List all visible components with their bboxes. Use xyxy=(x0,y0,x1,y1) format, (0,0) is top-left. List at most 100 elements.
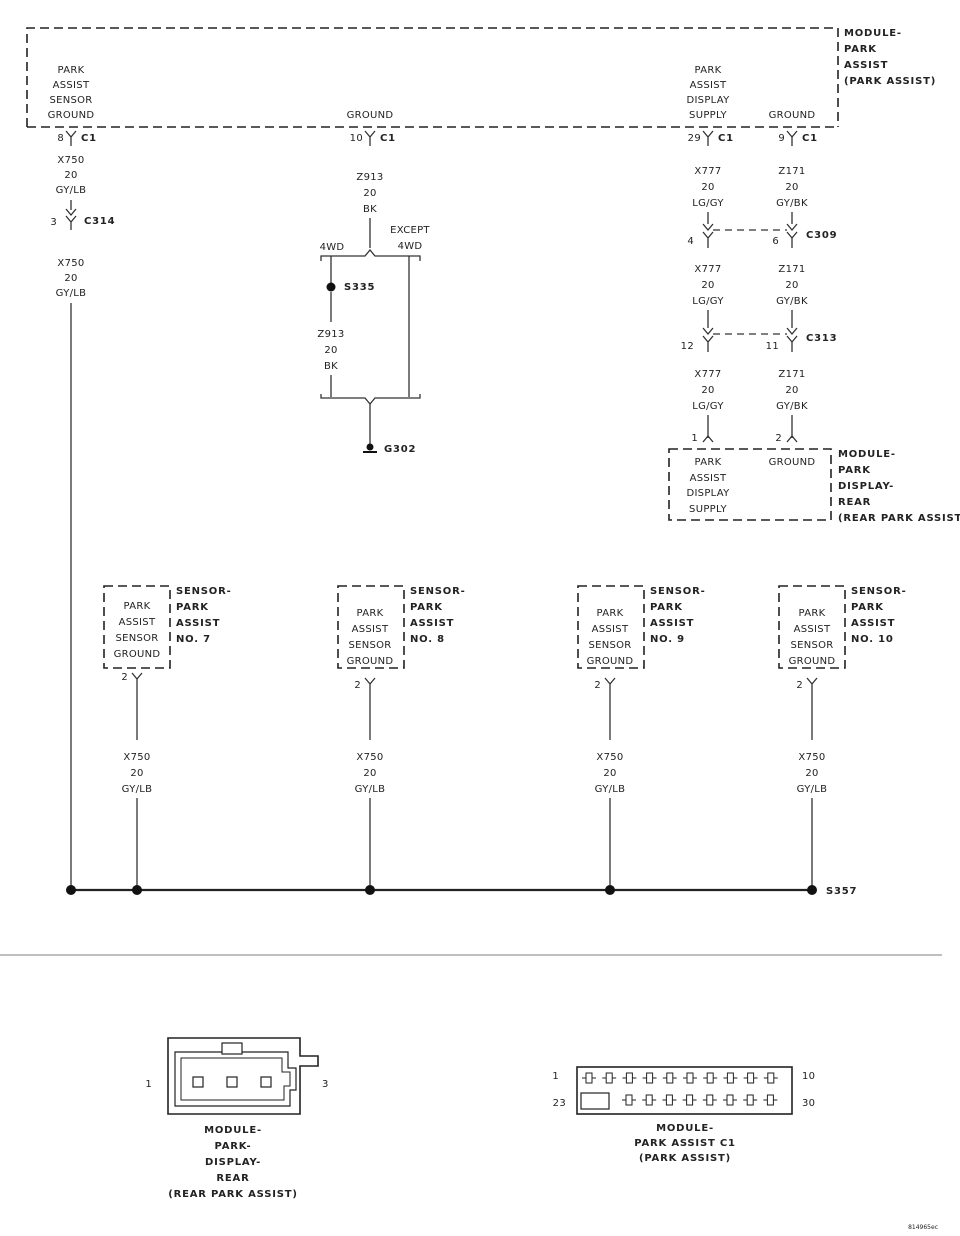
wire-color: GY/LB xyxy=(122,784,153,795)
sensor-title-line: NO. 7 xyxy=(176,634,211,645)
wire-color: LG/GY xyxy=(692,296,724,307)
connector-caption: MODULE- PARK ASSIST C1 (PARK ASSIST) xyxy=(634,1123,736,1164)
c1-pin-cavity xyxy=(743,1072,758,1084)
circuit-x750-main: X750 20 GY/LB 3 C314 X750 20 GY/LB xyxy=(50,155,115,890)
wire-code: X750 xyxy=(123,752,150,763)
c1-pin-cavity xyxy=(662,1094,677,1106)
figure-id: 814965ec xyxy=(908,1224,938,1231)
module-title-line: PARK xyxy=(844,44,877,55)
ground-bus: S357 xyxy=(66,885,857,897)
sensor-pin-label: PARK ASSIST SENSOR GROUND xyxy=(114,601,161,660)
pin-number: 6 xyxy=(772,236,779,247)
c1-pin-cavity xyxy=(763,1072,778,1084)
wire-color: GY/LB xyxy=(56,185,87,196)
connector-pin-symbol xyxy=(786,434,798,443)
pin-label-line: PARK xyxy=(695,457,722,468)
connector-view-c1: 1 10 23 30 MODULE- PARK ASSIST C1 (PARK … xyxy=(552,1066,815,1164)
caption-line: PARK ASSIST C1 xyxy=(634,1138,736,1149)
connector-pin-symbol xyxy=(604,677,616,740)
c1-pin-cavity xyxy=(642,1072,657,1084)
sensor-title-line: PARK xyxy=(410,602,443,613)
wire-color: BK xyxy=(363,204,377,215)
sensor-title-line: NO. 9 xyxy=(650,634,685,645)
module-title-line: MODULE- xyxy=(844,28,902,39)
option-label-4wd: 4WD xyxy=(320,242,345,253)
wire-label: X750 20 GY/LB xyxy=(122,752,153,795)
c1-pin-cavity xyxy=(702,1094,717,1106)
wire-color: GY/LB xyxy=(355,784,386,795)
pin-label-line: PARK xyxy=(58,65,85,76)
wire-label: Z913 20 BK xyxy=(317,329,344,372)
wire-code: X777 xyxy=(694,264,721,275)
module-title-line: REAR xyxy=(838,497,871,508)
pin-number: 2 xyxy=(775,433,782,444)
wire-gauge: 20 xyxy=(785,385,798,396)
wire-gauge: 20 xyxy=(785,182,798,193)
caption-line: MODULE- xyxy=(204,1125,262,1136)
connector-name: C1 xyxy=(81,133,97,144)
c1-pin-cavity xyxy=(602,1072,617,1084)
splice-label: S357 xyxy=(826,886,857,897)
caption-line: (REAR PARK ASSIST) xyxy=(168,1189,298,1200)
wire-code: Z913 xyxy=(356,172,383,183)
wire-gauge: 20 xyxy=(701,385,714,396)
c1-pin-cavity xyxy=(582,1072,596,1084)
c309-connector-symbol xyxy=(786,223,798,248)
connector-name: C313 xyxy=(806,333,837,344)
wire-gauge: 20 xyxy=(805,768,818,779)
sensor-no-8: PARK ASSIST SENSOR GROUND SENSOR- PARK A… xyxy=(337,585,466,890)
caption-line: MODULE- xyxy=(656,1123,714,1134)
connector-pin-symbol xyxy=(364,130,376,146)
wire-gauge: 20 xyxy=(130,768,143,779)
c1-pin-cavity xyxy=(763,1094,778,1106)
sensor-title-line: ASSIST xyxy=(176,618,220,629)
wire-color: GY/LB xyxy=(595,784,626,795)
wire-code: X777 xyxy=(694,166,721,177)
ground-label: G302 xyxy=(384,444,416,455)
splice-dot xyxy=(326,282,336,292)
wire-code: Z913 xyxy=(317,329,344,340)
pin-label-line: SENSOR xyxy=(790,640,833,651)
option-brace xyxy=(320,248,421,261)
wire-gauge: 20 xyxy=(785,280,798,291)
pin-number: 30 xyxy=(802,1098,815,1109)
c313-connector-symbol xyxy=(702,327,714,352)
c313-connector-symbol xyxy=(786,327,798,352)
wire-color: LG/GY xyxy=(692,198,724,209)
caption-line: REAR xyxy=(216,1173,249,1184)
wire-gauge: 20 xyxy=(324,345,337,356)
wire-label: X750 20 GY/LB xyxy=(355,752,386,795)
module-title-line: DISPLAY- xyxy=(838,481,894,492)
sensor-no-9: PARK ASSIST SENSOR GROUND SENSOR- PARK A… xyxy=(577,585,705,890)
pin-number: 12 xyxy=(681,341,694,352)
display-rear-module: PARK ASSIST DISPLAY SUPPLY GROUND MODULE… xyxy=(668,448,960,524)
circuit-z913-ground: Z913 20 BK 4WD EXCEPT 4WD S335 Z913 20 B… xyxy=(317,172,430,455)
sensor-title-line: ASSIST xyxy=(650,618,694,629)
sensor-title-line: PARK xyxy=(851,602,884,613)
module-title-line: ASSIST xyxy=(844,60,888,71)
c1-pin-row xyxy=(582,1072,778,1084)
wire-label: X777 20 LG/GY Z171 20 GY/BK xyxy=(692,166,807,209)
splice-dot xyxy=(807,885,817,895)
sensor-title-line: ASSIST xyxy=(851,618,895,629)
pin-label-line: ASSIST xyxy=(690,80,727,91)
wire-color: GY/LB xyxy=(797,784,828,795)
pin-number: 3 xyxy=(50,217,57,228)
pin-label-display-supply: PARK ASSIST DISPLAY SUPPLY xyxy=(686,457,729,515)
pin-label-line: GROUND xyxy=(789,656,836,667)
pin-label-sensor-ground: PARK ASSIST SENSOR GROUND xyxy=(48,65,95,121)
pin-number: 2 xyxy=(594,680,601,691)
wire-gauge: 20 xyxy=(363,768,376,779)
pin-number: 1 xyxy=(145,1079,152,1090)
sensor-title-line: SENSOR- xyxy=(410,586,466,597)
wire-code: Z171 xyxy=(778,166,805,177)
pin-label-line: DISPLAY xyxy=(686,95,730,106)
wire-gauge: 20 xyxy=(363,188,376,199)
sensor-pin-label: PARK ASSIST SENSOR GROUND xyxy=(587,608,634,667)
c1-pin-cavity xyxy=(622,1072,637,1084)
pin-label-line: PARK xyxy=(799,608,826,619)
park-assist-module: MODULE- PARK ASSIST (PARK ASSIST) PARK A… xyxy=(26,27,935,128)
connector-pin-symbol xyxy=(702,130,714,146)
sensor-title-line: SENSOR- xyxy=(176,586,232,597)
splice-dot xyxy=(365,885,375,895)
